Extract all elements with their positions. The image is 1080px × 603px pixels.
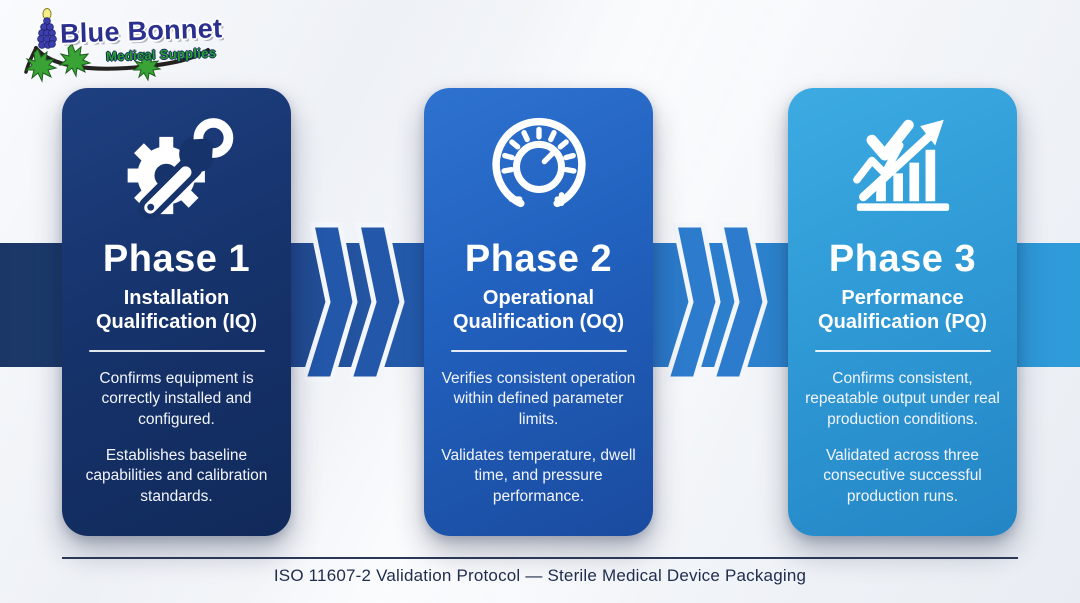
gear-wrench-icon (118, 108, 236, 228)
phase-paragraph: Validates temperature, dwell time, and p… (441, 446, 636, 505)
phase-title: Phase 2 (464, 238, 613, 280)
phase-2-card: Phase 2 Operational Qualification (OQ) V… (424, 88, 653, 536)
phase-paragraph: Validated across three consecutive succe… (823, 446, 982, 505)
phase-title: Phase 3 (828, 238, 977, 280)
card-divider (450, 349, 627, 352)
flow-arrow-1 (290, 222, 424, 382)
phase-paragraph: Confirms equipment is correctly installe… (99, 369, 254, 428)
double-chevron-icon (663, 222, 768, 382)
card-divider (814, 349, 991, 352)
phase-subtitle: Operational Qualification (OQ) (452, 287, 625, 334)
phase-paragraph: Verifies consistent operation within def… (441, 369, 636, 428)
flow-arrow-2 (653, 222, 787, 382)
phase-1-card: Phase 1 Installation Qualification (IQ) … (62, 88, 291, 536)
phase-description: Confirms consistent, repeatable output u… (788, 369, 1017, 508)
phase-3-card: Phase 3 Performance Qualification (PQ) C… (788, 88, 1017, 536)
phase-subtitle: Performance Qualification (PQ) (818, 287, 987, 334)
card-divider (88, 349, 265, 352)
company-logo: Blue Bonnet Medical Supplies (14, 4, 234, 84)
logo-brand-name: Blue Bonnet (59, 13, 223, 49)
phase-description: Verifies consistent operation within def… (424, 369, 653, 508)
bluebonnet-flower-icon (24, 8, 210, 83)
double-chevron-icon (300, 222, 405, 382)
phase-paragraph: Establishes baseline capabilities and ca… (85, 446, 268, 505)
control-dial-icon (480, 108, 598, 228)
growth-chart-icon (844, 108, 962, 228)
phase-subtitle: Installation Qualification (IQ) (95, 287, 258, 334)
footer-divider (62, 557, 1018, 559)
phase-paragraph: Confirms consistent, repeatable output u… (805, 369, 1000, 428)
phase-title: Phase 1 (102, 238, 251, 280)
footer-caption: ISO 11607-2 Validation Protocol — Steril… (273, 566, 807, 585)
phase-description: Confirms equipment is correctly installe… (62, 369, 291, 508)
